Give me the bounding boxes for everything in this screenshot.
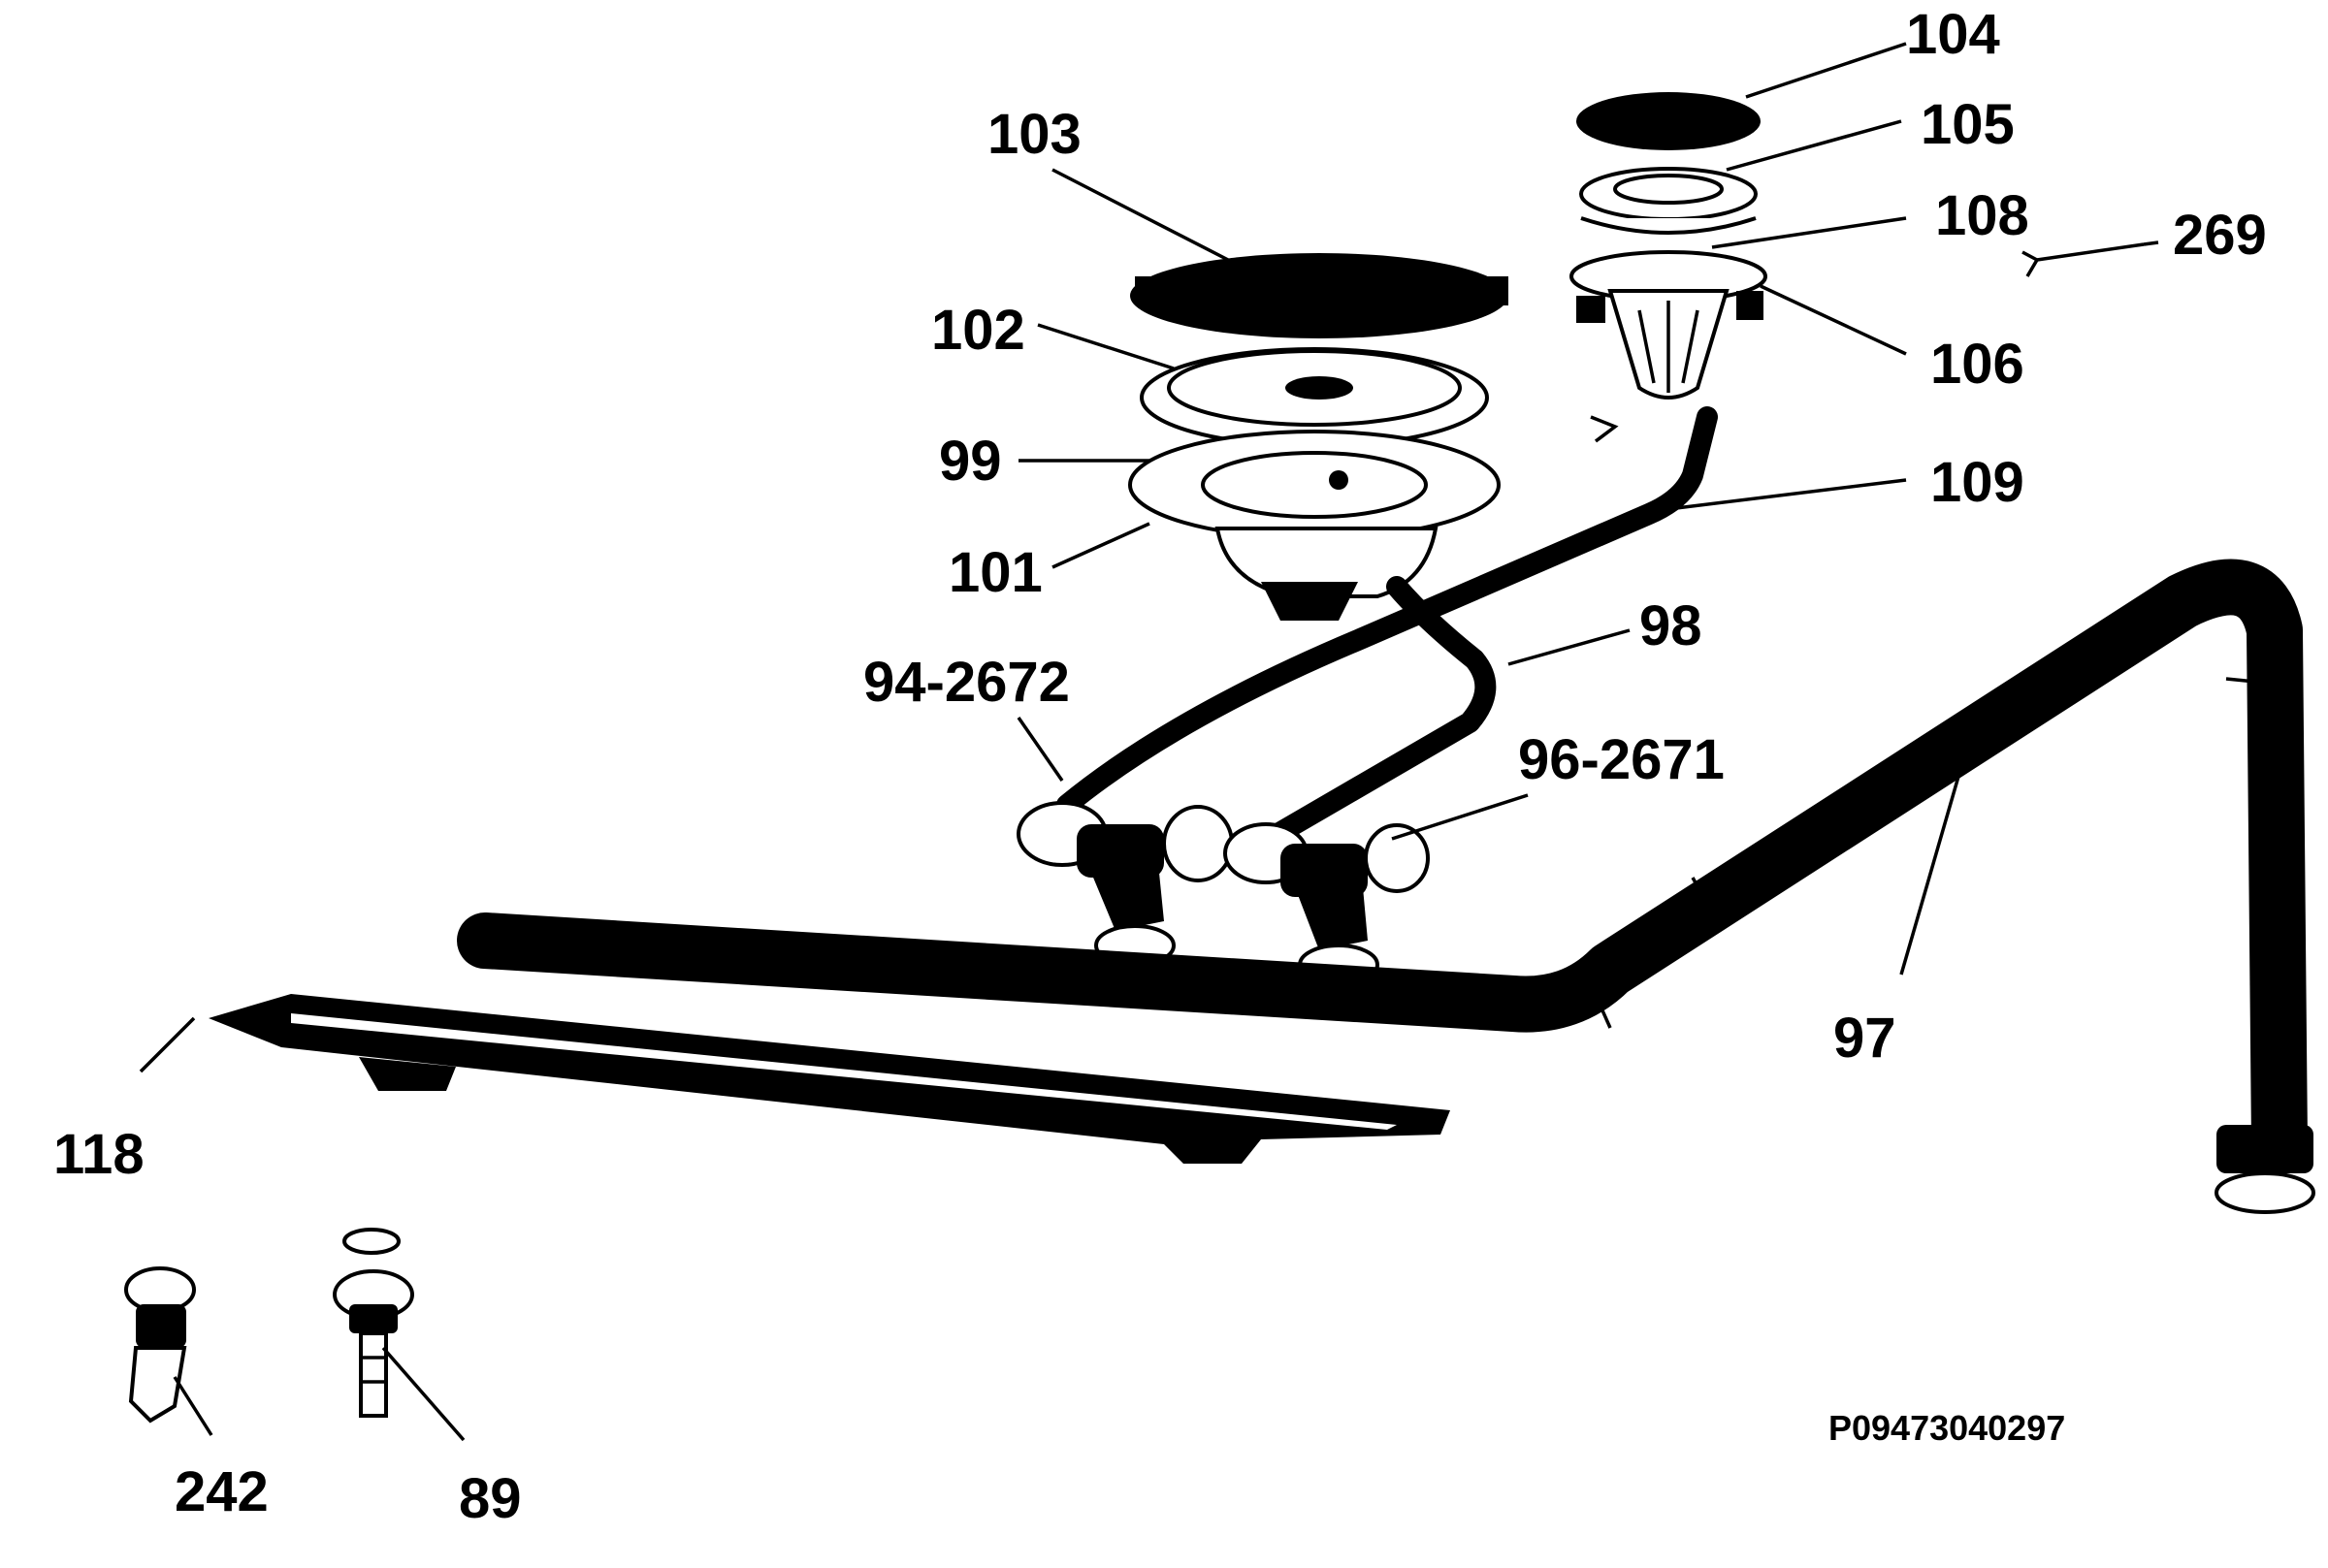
leader-lines — [139, 42, 2159, 1442]
mounting-bracket-118 — [209, 994, 1450, 1164]
small-burner-assembly — [1569, 92, 1767, 400]
gas-pipe-98 — [1250, 576, 1497, 854]
burner-base-101 — [1214, 527, 1439, 598]
label-89: 89 — [459, 1467, 522, 1530]
label-98: 98 — [1639, 594, 1702, 657]
label-106: 106 — [1930, 333, 2024, 396]
main-gas-pipe-97 — [457, 559, 2315, 1214]
label-94-2672: 94-2672 — [863, 651, 1070, 714]
nozzle-242 — [124, 1266, 196, 1424]
label-103: 103 — [987, 103, 1082, 166]
burner-cap-104 — [1576, 92, 1761, 150]
injector-89 — [333, 1228, 414, 1418]
reference-number: P09473040297 — [1828, 1408, 2065, 1448]
large-burner-assembly — [1128, 253, 1508, 621]
gas-tap-94 — [1017, 801, 1234, 967]
label-269: 269 — [2173, 204, 2267, 267]
part-number-labels: 104 105 103 108 269 102 106 99 109 101 9… — [53, 3, 2267, 1530]
label-109: 109 — [1930, 451, 2024, 514]
thermocouple-tip-269 — [1590, 242, 2145, 443]
label-105: 105 — [1921, 93, 2015, 156]
label-242: 242 — [175, 1460, 269, 1523]
label-118: 118 — [53, 1123, 145, 1186]
label-96-2671: 96-2671 — [1518, 728, 1725, 791]
label-104: 104 — [1906, 3, 2000, 66]
label-101: 101 — [949, 541, 1043, 604]
label-97: 97 — [1833, 1007, 1896, 1070]
label-99: 99 — [939, 430, 1002, 493]
label-108: 108 — [1935, 184, 2029, 247]
gas-tap-96 — [1223, 822, 1430, 986]
label-102: 102 — [931, 299, 1025, 362]
gas-pipe-109 — [1056, 406, 1718, 816]
